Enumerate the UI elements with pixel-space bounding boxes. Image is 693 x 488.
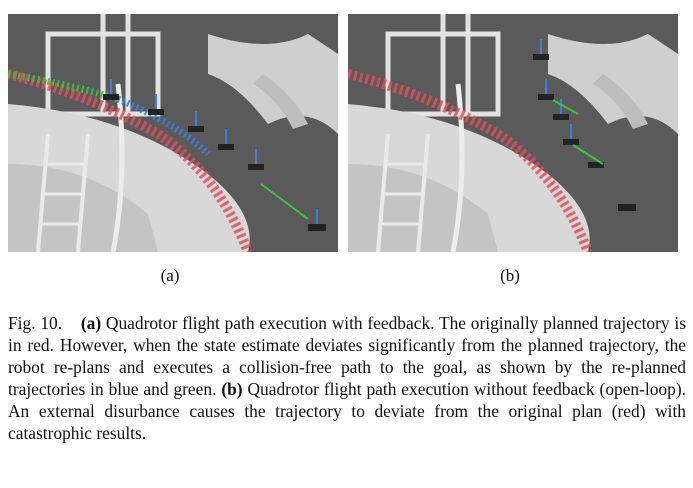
caption-part-a-text: Quadrotor flight path execution with fee…	[8, 313, 686, 399]
simulation-scene-with-feedback	[8, 14, 338, 252]
figure-caption: Fig. 10. (a) Quadrotor flight path execu…	[8, 312, 686, 444]
caption-part-b-tag: (b)	[221, 379, 243, 399]
caption-part-a-tag: (a)	[80, 313, 102, 333]
panel-a-label: (a)	[160, 266, 180, 285]
panel-b-label: (b)	[500, 266, 520, 285]
panel-a-image	[8, 14, 338, 252]
caption-part-b-text: Quadrotor flight path execution without …	[8, 379, 686, 443]
panel-b-image	[348, 14, 678, 252]
simulation-scene-without-feedback	[348, 14, 678, 252]
figure-number: Fig. 10.	[8, 313, 63, 333]
